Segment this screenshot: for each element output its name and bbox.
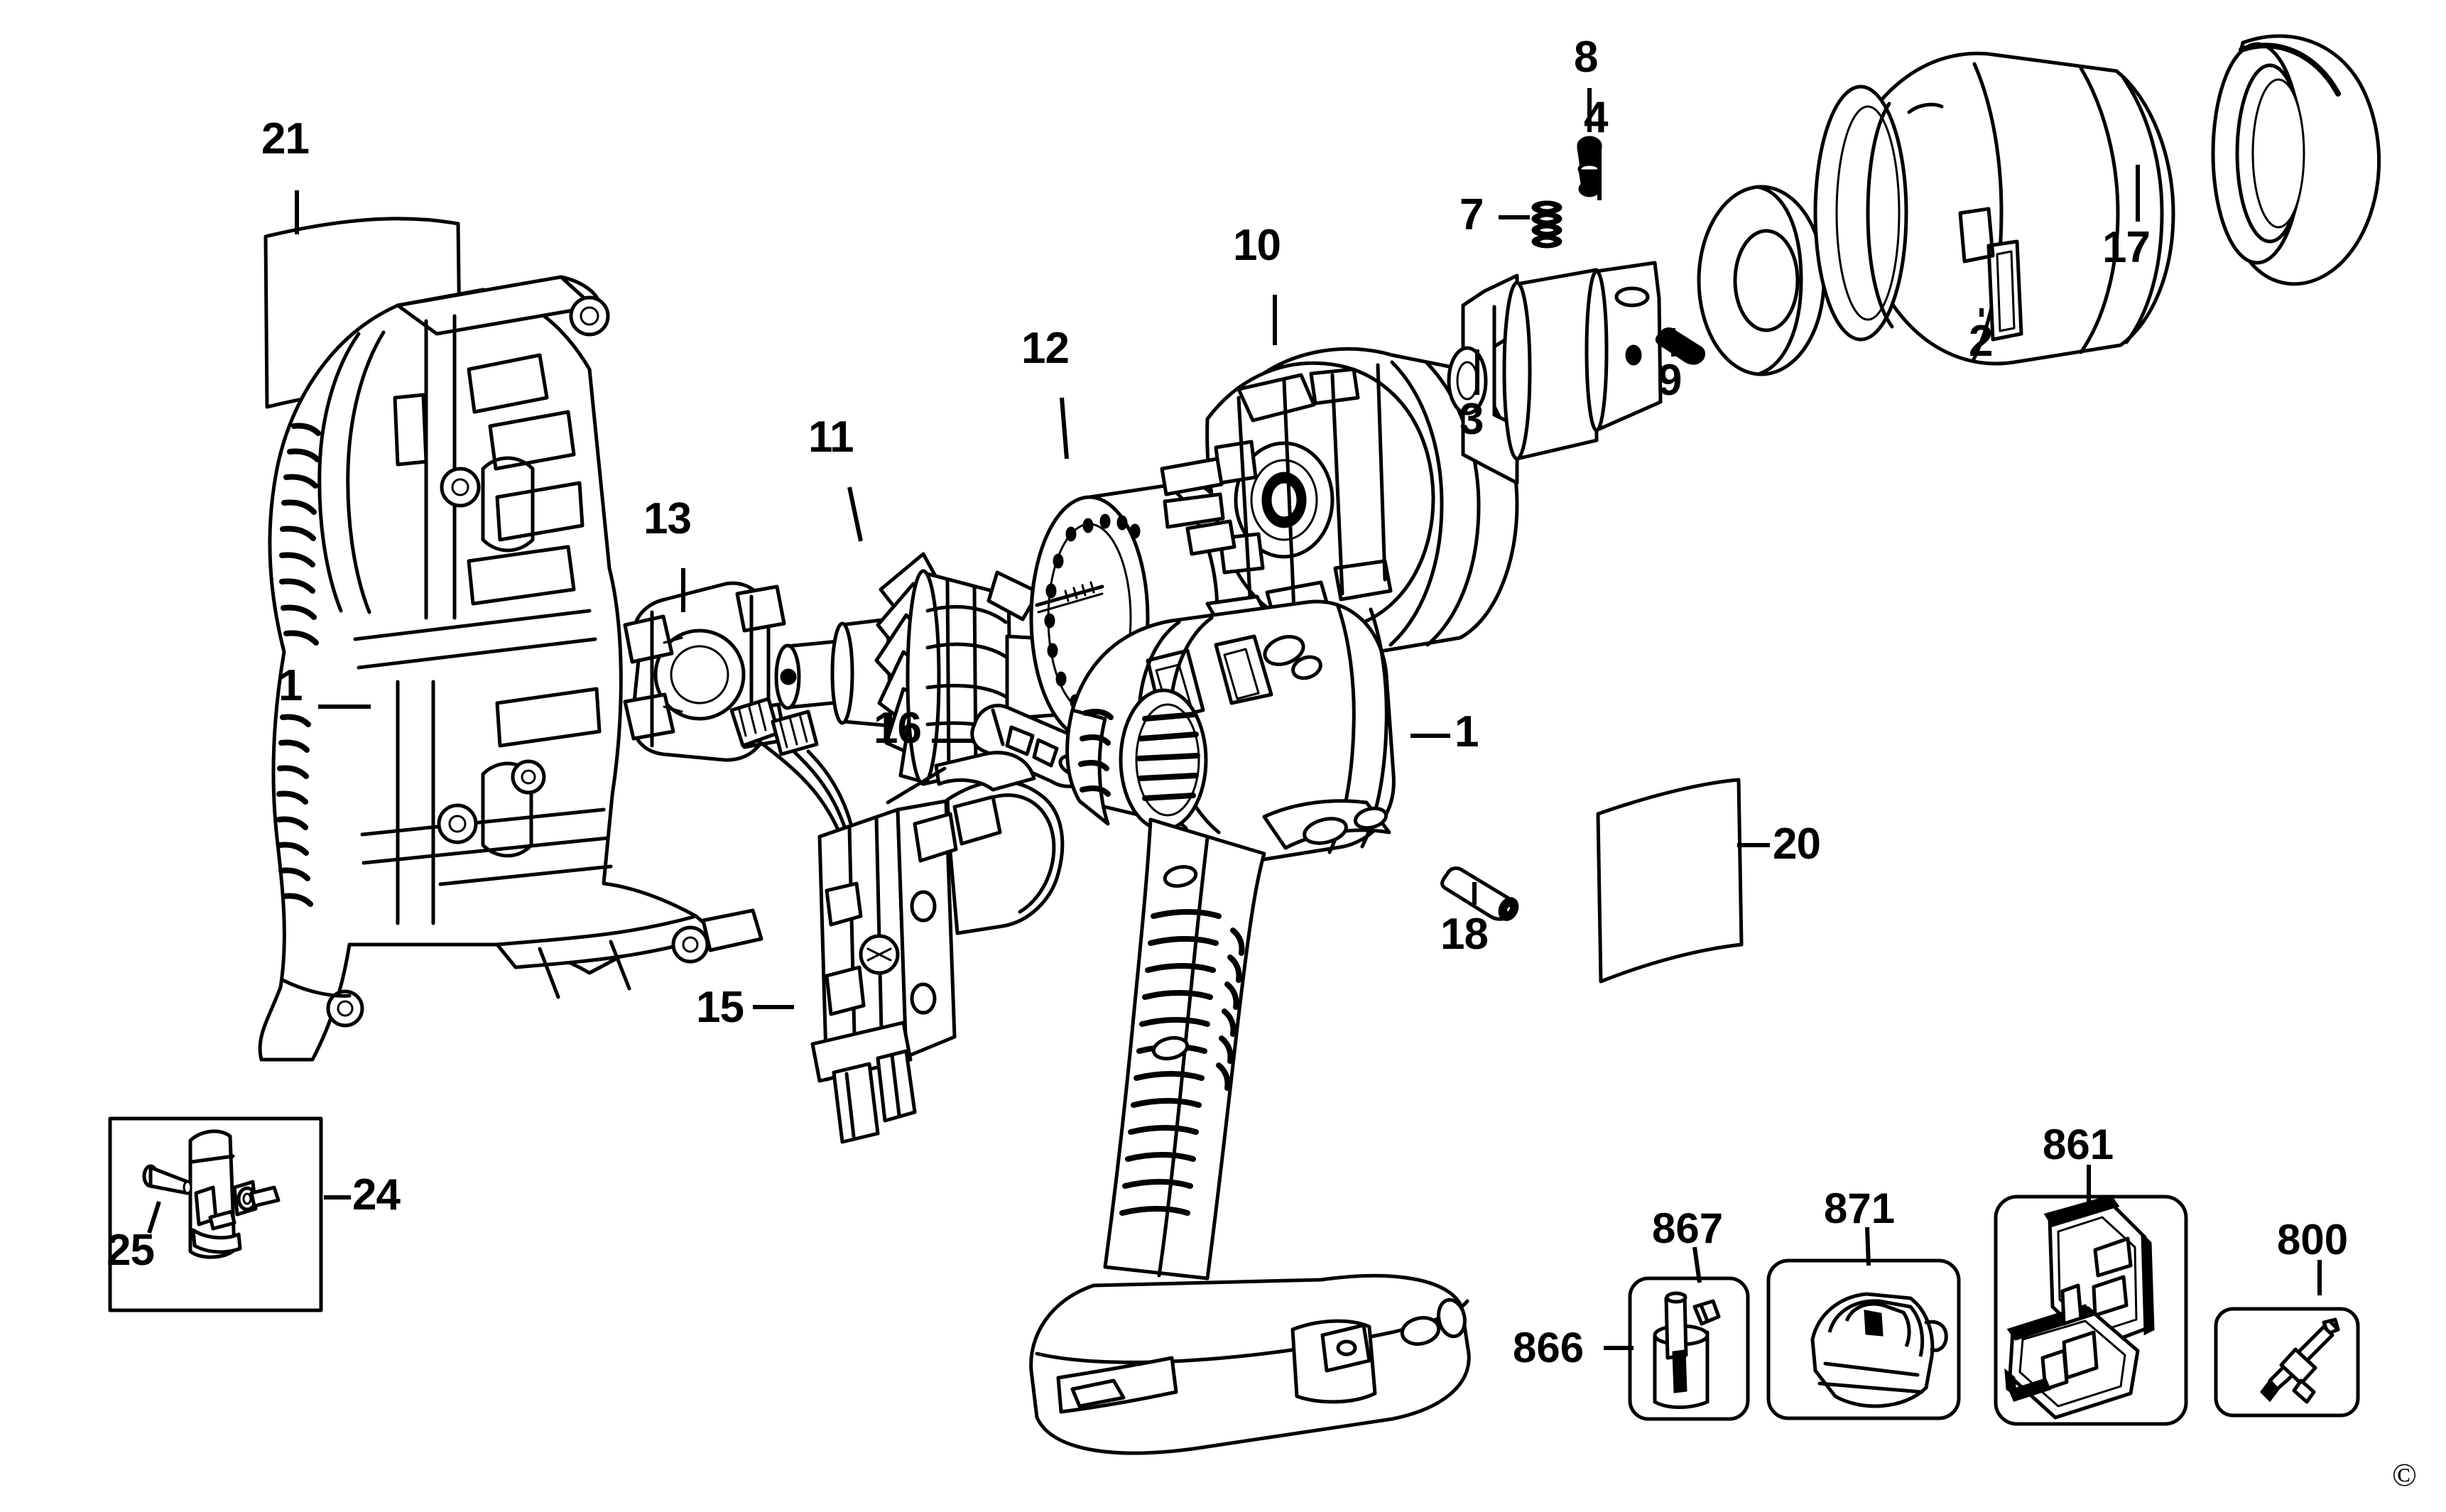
callout-1-right: 1: [1455, 707, 1479, 756]
inset-belt-hook: [108, 1116, 323, 1312]
callout-17: 17: [2102, 223, 2151, 272]
copyright-mark: ©: [2392, 1457, 2417, 1493]
part-2-hammer-case: [1813, 51, 2175, 366]
part-10-gearbox: [1160, 347, 1519, 670]
part-3-anvil: [1447, 261, 1663, 485]
callout-8: 8: [1574, 33, 1598, 82]
part-18-screw: [1440, 866, 1519, 921]
callout-21: 21: [261, 114, 310, 163]
inset-accessory: [2214, 1307, 2360, 1418]
callout-1-left: 1: [278, 661, 303, 710]
callout-24: 24: [352, 1170, 401, 1219]
inset-battery: [1628, 1276, 1750, 1421]
callout-3: 3: [1460, 395, 1484, 444]
part-1-left-housing: [258, 275, 763, 1062]
callout-16: 16: [874, 704, 922, 753]
callout-861: 861: [2043, 1121, 2114, 1168]
callout-2: 2: [1969, 317, 1993, 366]
callout-15: 15: [696, 983, 744, 1032]
callout-4: 4: [1584, 93, 1608, 142]
callout-10: 10: [1233, 221, 1281, 270]
leader-lines: [147, 88, 2322, 1350]
callout-20: 20: [1773, 820, 1821, 869]
callout-871: 871: [1824, 1185, 1896, 1232]
part-13-brush-holder: [623, 581, 788, 762]
callout-13: 13: [643, 494, 692, 543]
inset-case: [1994, 1195, 2188, 1426]
part-4-washer: [1697, 185, 1826, 376]
part-7-spring: [1531, 200, 1562, 249]
callout-11: 11: [808, 413, 854, 462]
callout-9: 9: [1658, 356, 1682, 405]
part-20-warning-decal: [1596, 778, 1744, 984]
inset-charger: [1766, 1258, 1961, 1420]
part-8-detent-plunger: [1577, 136, 1602, 197]
part-15-switch-assembly: [729, 697, 1065, 1144]
callout-12: 12: [1021, 324, 1070, 373]
callout-800: 800: [2277, 1216, 2349, 1263]
callout-867: 867: [1652, 1204, 1724, 1252]
callout-18: 18: [1440, 910, 1489, 959]
callout-7: 7: [1460, 190, 1484, 239]
callout-25: 25: [107, 1226, 155, 1275]
part-17-retaining-collar: [2211, 34, 2381, 286]
part-1-right-tool-body: [1029, 599, 1471, 1455]
part-11-armature: [774, 552, 1146, 796]
callout-866: 866: [1513, 1324, 1585, 1371]
